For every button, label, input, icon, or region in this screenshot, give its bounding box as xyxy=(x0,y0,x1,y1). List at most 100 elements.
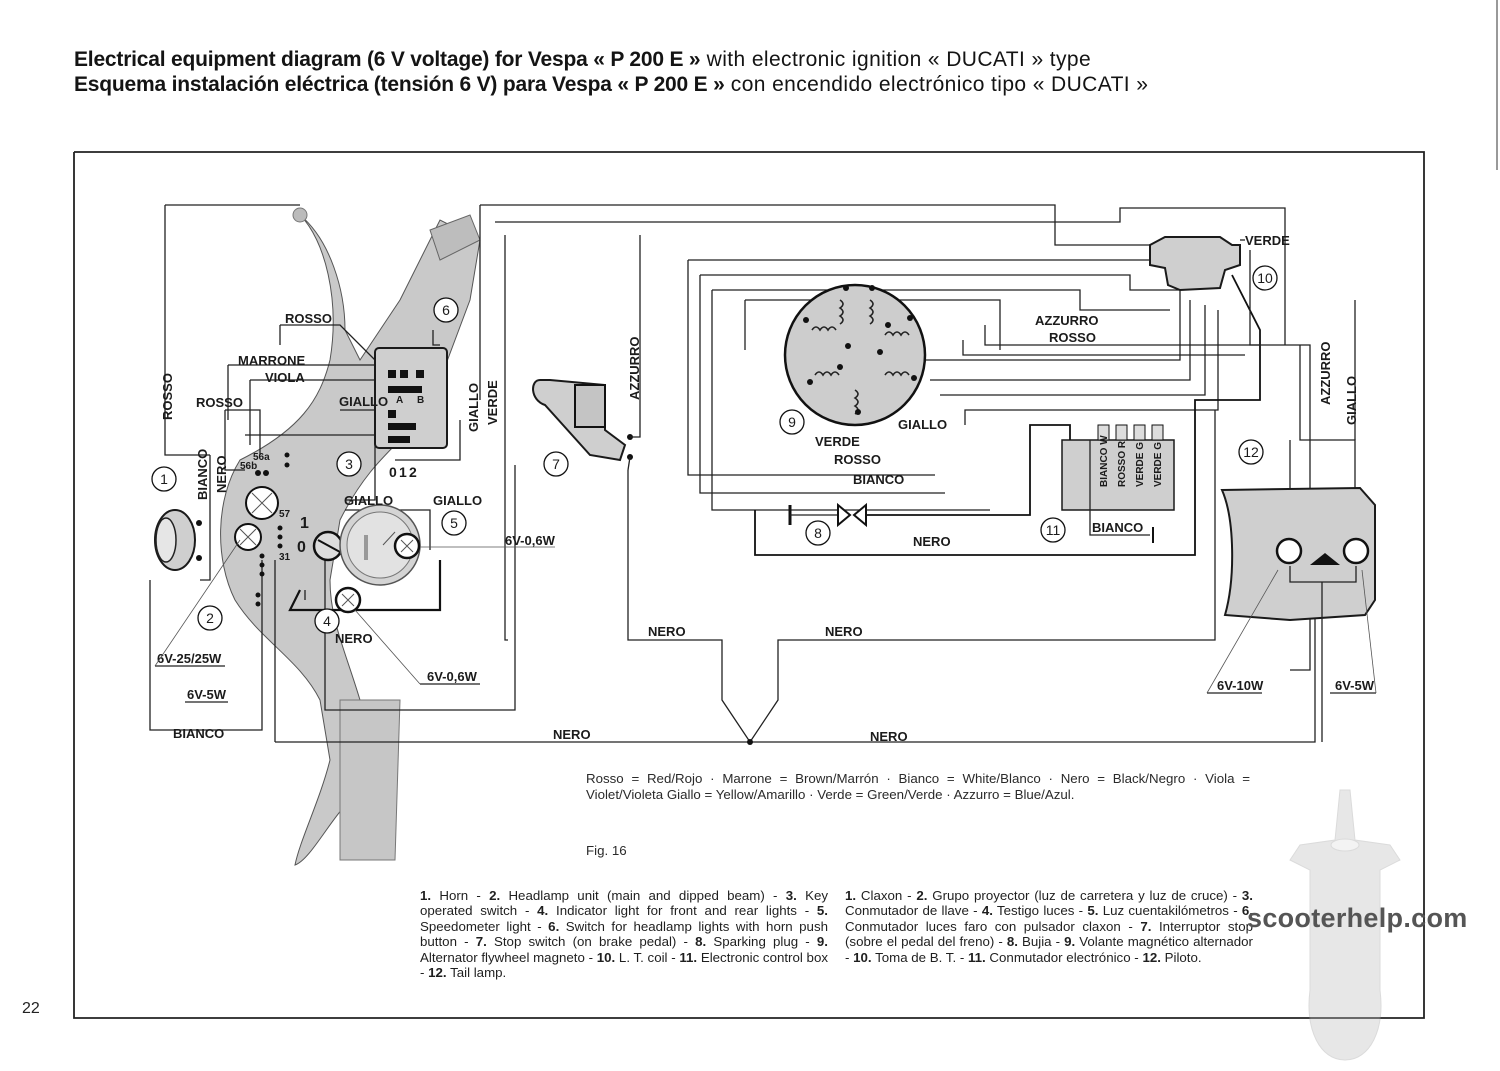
label-rosso-coil: ROSSO xyxy=(1049,330,1096,345)
rating-speedo: 6V-0,6W xyxy=(505,533,556,548)
wire-nero-ignition xyxy=(754,274,1261,556)
component-label: Speedometer light xyxy=(420,918,531,934)
component-number: 2. xyxy=(489,888,501,903)
headlamp-bulbs xyxy=(234,452,290,607)
callout-8 xyxy=(805,520,831,546)
terminal-31: 31 xyxy=(279,552,291,563)
label-verde-alt: VERDE xyxy=(815,434,860,449)
wire xyxy=(480,204,1150,246)
component-number: 8. xyxy=(695,934,707,950)
component-label: Claxon xyxy=(856,888,903,903)
wire xyxy=(940,305,1206,396)
wire-azzurro-tail xyxy=(1249,250,1311,671)
component-number: 2. xyxy=(916,888,928,903)
label-giallo-key: GIALLO xyxy=(344,493,393,508)
key-pos-0: 0 xyxy=(297,539,306,556)
spark-plug-8 xyxy=(788,502,867,528)
component-number: 11. xyxy=(967,949,986,965)
component-number: 3. xyxy=(1241,888,1253,903)
component-number: 9. xyxy=(816,934,828,950)
wire xyxy=(914,290,1181,385)
bulb-ratings: 6V-25/25W 6V-5W 6V-0,6W 6V-0,6W 6V-10W 6… xyxy=(154,533,1377,703)
switch-pos-b: B xyxy=(417,395,424,406)
callout-5 xyxy=(441,510,467,536)
color-legend: Rosso = Red/Rojo · Marrone = Brown/Marró… xyxy=(586,771,1250,802)
label-giallo-alt: GIALLO xyxy=(898,417,947,432)
callout-10 xyxy=(1252,265,1278,291)
component-item-en: 8. Sparking plug xyxy=(695,934,798,949)
callout-4-label: 4 xyxy=(323,613,331,629)
label-giallo-tail: GIALLO xyxy=(1344,376,1359,425)
stop-switch-7 xyxy=(532,235,641,471)
component-item-es: 11. Conmutador electrónico xyxy=(968,950,1131,965)
wire-verde-to-11 xyxy=(687,260,935,476)
wire-rosso-to-11 xyxy=(699,275,945,494)
component-list-spanish: 1. Claxon - 2. Grupo proyector (luz de c… xyxy=(845,888,1254,965)
component-number: 4. xyxy=(981,903,993,919)
component-item-es: 12. Piloto. xyxy=(1142,950,1201,965)
lt-coil-10 xyxy=(1149,236,1245,292)
title-spanish: Esquema instalación eléctrica (tensión 6… xyxy=(74,72,1148,98)
callout-5-label: 5 xyxy=(450,515,458,531)
callout-7-label: 7 xyxy=(552,456,560,472)
wire xyxy=(712,289,1170,311)
switch-pos-0: 0 xyxy=(389,464,397,480)
terminal-56a: 56a xyxy=(253,452,270,463)
component-number: 12. xyxy=(1142,949,1161,965)
component-label: Headlamp unit (main and dipped beam) xyxy=(500,888,765,903)
component-number: 1. xyxy=(420,888,432,903)
label-giallo-vertical: GIALLO xyxy=(466,383,481,432)
wire-nero-indicator xyxy=(288,560,442,612)
scooter-watermark-image xyxy=(1289,789,1401,1061)
rating-tail: 6V-10W xyxy=(1217,678,1264,693)
component-number: 8. xyxy=(1006,934,1018,950)
rating-stop: 6V-5W xyxy=(1335,678,1375,693)
speedo-light-5 xyxy=(393,532,421,560)
callout-6 xyxy=(433,297,459,323)
key-switch-3: 1 0 xyxy=(297,515,344,562)
wire-rosso-2 xyxy=(224,410,245,471)
component-label: Key operated switch xyxy=(420,888,829,919)
watermark-text: scooterhelp.com xyxy=(1247,903,1468,933)
alternator-9 xyxy=(783,283,927,427)
component-item-en: 2. Headlamp unit (main and dipped beam) xyxy=(489,888,765,903)
component-label: Volante magnético alternador xyxy=(1075,934,1253,950)
wire-rosso-switch xyxy=(280,324,381,366)
label-nero-ignition: NERO xyxy=(913,534,951,549)
label-marrone: MARRONE xyxy=(238,353,305,368)
callout-1-label: 1 xyxy=(160,471,168,487)
component-item-en: 7. Stop switch (on brake pedal) xyxy=(476,934,677,949)
component-label: Interruptor stop (sobre el pedal del fre… xyxy=(845,918,1254,950)
callout-6-label: 6 xyxy=(442,302,450,318)
callout-11 xyxy=(1040,517,1066,543)
component-label: Conmutador de llave xyxy=(845,903,969,919)
callout-2-label: 2 xyxy=(206,610,214,626)
callout-8-label: 8 xyxy=(814,525,822,541)
terminal-verde-g1: VERDE G xyxy=(1135,442,1146,487)
wire xyxy=(395,420,461,461)
component-label: Toma de B. T. xyxy=(871,949,957,965)
component-number: 6. xyxy=(548,918,560,934)
component-number: 9. xyxy=(1064,934,1076,950)
rating-pilot: 6V-5W xyxy=(187,687,227,702)
switch-pos-2: 2 xyxy=(409,464,417,480)
switch-pos-a: A xyxy=(396,395,403,406)
component-number: 7. xyxy=(475,934,487,950)
component-item-es: 4. Testigo luces xyxy=(982,903,1075,918)
component-item-es: 7. Interruptor stop (sobre el pedal del … xyxy=(845,919,1253,949)
component-item-es: 10. Toma de B. T. xyxy=(853,950,956,965)
component-number: 5. xyxy=(1087,903,1099,919)
wire xyxy=(432,330,440,346)
component-item-es: 5. Luz cuentakilómetros xyxy=(1087,903,1229,918)
component-number: 3. xyxy=(785,888,797,903)
component-label: Alternator flywheel magneto xyxy=(420,949,585,965)
wire-verde xyxy=(504,235,508,641)
component-label: Indicator light for front and rear light… xyxy=(548,903,797,919)
tail-lamp-12 xyxy=(1220,486,1376,742)
label-bianco-box: BIANCO xyxy=(1092,520,1143,535)
rating-headlamp: 6V-25/25W xyxy=(157,651,222,666)
label-rosso-alt: ROSSO xyxy=(834,452,881,467)
component-label: Sparking plug xyxy=(706,934,799,950)
speedometer xyxy=(339,504,421,586)
